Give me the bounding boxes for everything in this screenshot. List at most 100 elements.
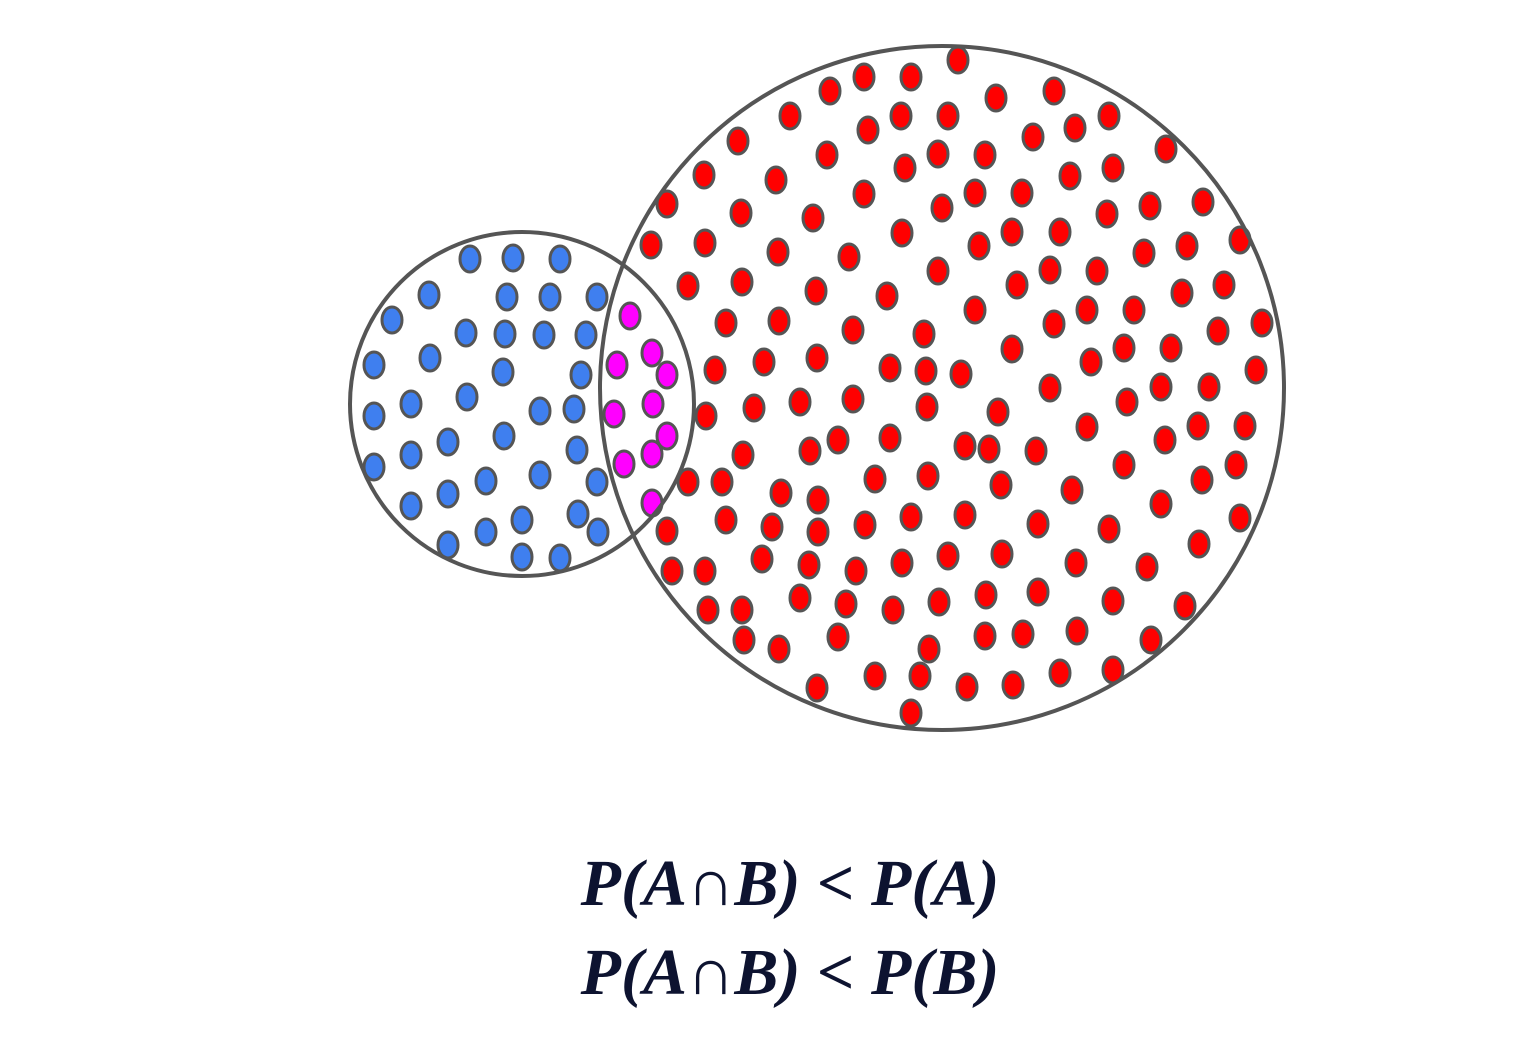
intersection-dot	[641, 389, 665, 419]
set-b-dot	[1011, 619, 1035, 649]
set-b-dot	[815, 140, 839, 170]
intersection-dot	[640, 439, 664, 469]
set-b-dot	[984, 83, 1008, 113]
set-a-dot	[380, 305, 404, 335]
formula-intersection-less-than-b: P(A∩B) < P(B)	[580, 936, 1000, 1009]
set-b-dot	[1149, 372, 1173, 402]
set-b-dot	[912, 319, 936, 349]
set-b-dot	[806, 517, 830, 547]
set-b-dot	[1115, 387, 1139, 417]
set-b-dot	[1065, 616, 1089, 646]
set-a-dot	[528, 396, 552, 426]
set-b-dot	[731, 440, 755, 470]
set-b-dot	[973, 140, 997, 170]
set-b-dot	[1224, 450, 1248, 480]
set-b-dot	[676, 271, 700, 301]
set-a-dot	[565, 435, 589, 465]
set-b-dot	[1038, 255, 1062, 285]
set-a-dot	[417, 280, 441, 310]
set-b-dot	[963, 295, 987, 325]
set-a-dot	[474, 517, 498, 547]
set-b-dot	[915, 392, 939, 422]
set-a-dot	[510, 542, 534, 572]
set-b-dot	[1048, 658, 1072, 688]
set-b-dot	[1187, 529, 1211, 559]
formula-intersection-less-than-a: P(A∩B) < P(A)	[580, 847, 1000, 920]
set-b-dot	[660, 556, 684, 586]
set-b-dot	[1026, 509, 1050, 539]
set-b-dot	[899, 698, 923, 728]
set-b-dot	[1244, 355, 1268, 385]
set-b-dot	[881, 595, 905, 625]
set-a-dot	[586, 517, 610, 547]
set-a-dot	[362, 401, 386, 431]
set-b-dot	[863, 661, 887, 691]
set-b-dot	[841, 315, 865, 345]
set-b-dot	[818, 76, 842, 106]
set-b-dot	[1149, 489, 1173, 519]
set-b-dot	[936, 541, 960, 571]
intersection-dot	[618, 301, 642, 331]
set-b-dot	[714, 308, 738, 338]
set-b-dot	[693, 556, 717, 586]
set-a-dot	[569, 360, 593, 390]
intersection-dots	[602, 301, 679, 518]
set-b-dot	[875, 281, 899, 311]
set-b-dot	[890, 548, 914, 578]
set-b-dot	[927, 587, 951, 617]
intersection-dot	[640, 488, 664, 518]
set-b-dot	[899, 62, 923, 92]
set-b-dot	[1250, 308, 1274, 338]
set-a-dot	[538, 282, 562, 312]
set-b-dot	[798, 436, 822, 466]
intersection-dot	[612, 449, 636, 479]
set-b-dot	[1063, 113, 1087, 143]
set-a-dot	[585, 282, 609, 312]
set-b-dot	[936, 101, 960, 131]
set-b-dot	[1058, 161, 1082, 191]
set-b-dot	[890, 218, 914, 248]
set-b-dot	[916, 461, 940, 491]
set-b-dot	[1206, 316, 1230, 346]
set-b-dot	[806, 485, 830, 515]
set-b-dot	[1048, 217, 1072, 247]
set-a-dot	[585, 467, 609, 497]
set-b-dot	[926, 256, 950, 286]
set-b-dot	[726, 126, 750, 156]
set-a-dot	[501, 243, 525, 273]
set-b-dot	[908, 661, 932, 691]
set-a-dot	[436, 427, 460, 457]
set-b-dot	[805, 343, 829, 373]
set-b-dot	[1060, 475, 1084, 505]
set-b-dot	[1005, 270, 1029, 300]
set-a-dot	[455, 382, 479, 412]
set-b-dot	[930, 193, 954, 223]
set-a-dot	[562, 394, 586, 424]
set-b-dot	[1191, 187, 1215, 217]
set-b-dot	[1132, 238, 1156, 268]
set-a-dot	[492, 421, 516, 451]
set-a-dot	[566, 499, 590, 529]
set-b-dot	[1042, 76, 1066, 106]
set-b-dot	[986, 397, 1010, 427]
set-b-dot	[1175, 231, 1199, 261]
set-b-dot	[1075, 295, 1099, 325]
set-a-dot	[436, 479, 460, 509]
set-b-dot	[1173, 591, 1197, 621]
set-a-dot	[458, 244, 482, 274]
set-b-dot	[1233, 411, 1257, 441]
set-b-dot	[1075, 412, 1099, 442]
set-b-dot	[1079, 347, 1103, 377]
set-b-dot	[1042, 309, 1066, 339]
set-b-dot	[788, 583, 812, 613]
set-b-dot	[766, 237, 790, 267]
set-b-dot	[1038, 373, 1062, 403]
set-b-dot	[949, 359, 973, 389]
intersection-dot	[640, 338, 664, 368]
set-b-dot	[953, 431, 977, 461]
set-b-dot	[801, 203, 825, 233]
set-b-dot	[1112, 333, 1136, 363]
set-b-dot	[750, 544, 774, 574]
set-b-dot	[1021, 122, 1045, 152]
set-b-dot	[1097, 514, 1121, 544]
